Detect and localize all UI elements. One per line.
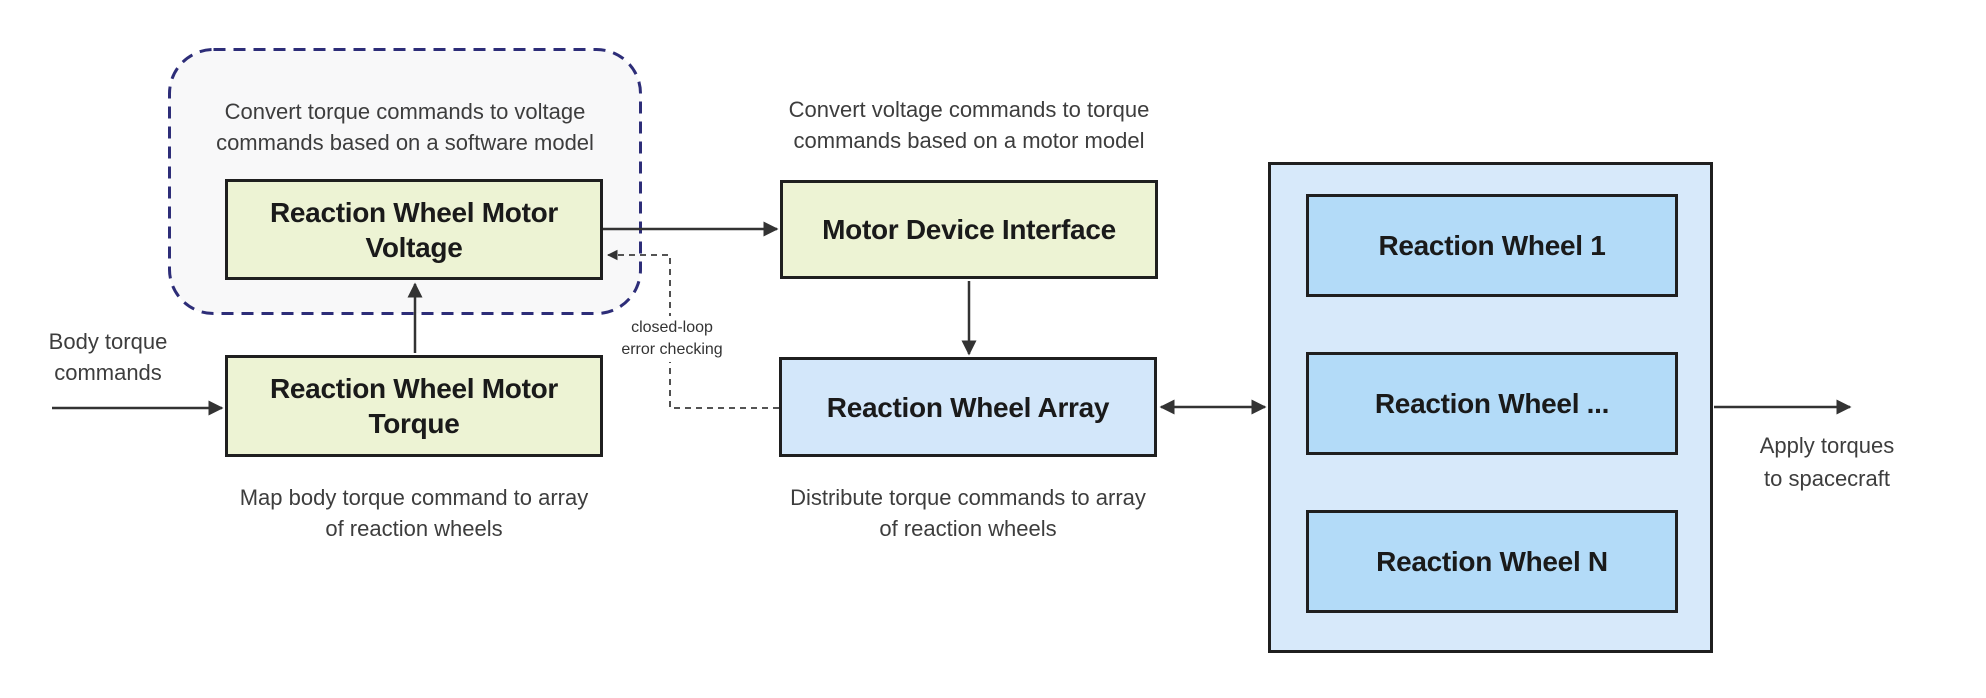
node-rw-motor-torque-label: Reaction Wheel Motor Torque	[269, 373, 558, 439]
node-rw-motor-voltage: Reaction Wheel Motor Voltage	[225, 179, 603, 280]
node-reaction-wheel-dots-label: Reaction Wheel ...	[1374, 387, 1610, 419]
node-reaction-wheel-dots: Reaction Wheel ...	[1306, 352, 1678, 455]
map-body-torque-caption: Map body torque command to array of reac…	[239, 485, 589, 541]
node-rw-array: Reaction Wheel Array	[779, 357, 1157, 457]
node-reaction-wheel-n-label: Reaction Wheel N	[1376, 545, 1608, 577]
node-motor-device-interface-label: Motor Device Interface	[822, 214, 1116, 245]
software-model-caption: Convert torque commands to voltage comma…	[216, 99, 594, 155]
node-rw-motor-voltage-label: Reaction Wheel Motor Voltage	[269, 196, 558, 263]
apply-torques-label: Apply torques to spacecraft	[1759, 433, 1895, 491]
node-reaction-wheel-n: Reaction Wheel N	[1306, 510, 1678, 613]
node-rw-motor-torque: Reaction Wheel Motor Torque	[225, 355, 603, 457]
motor-model-caption: Convert voltage commands to torque comma…	[788, 97, 1150, 153]
node-reaction-wheel-1: Reaction Wheel 1	[1306, 194, 1678, 297]
distribute-caption: Distribute torque commands to array of r…	[790, 485, 1146, 541]
closed-loop-label: closed-loop error checking	[594, 316, 750, 362]
node-reaction-wheel-1-label: Reaction Wheel 1	[1378, 229, 1606, 261]
body-torque-label: Body torque commands	[48, 329, 168, 385]
wheel-group-container: Reaction Wheel 1 Reaction Wheel ... Reac…	[1268, 162, 1713, 653]
node-motor-device-interface: Motor Device Interface	[780, 180, 1158, 279]
node-rw-array-label: Reaction Wheel Array	[826, 391, 1110, 423]
